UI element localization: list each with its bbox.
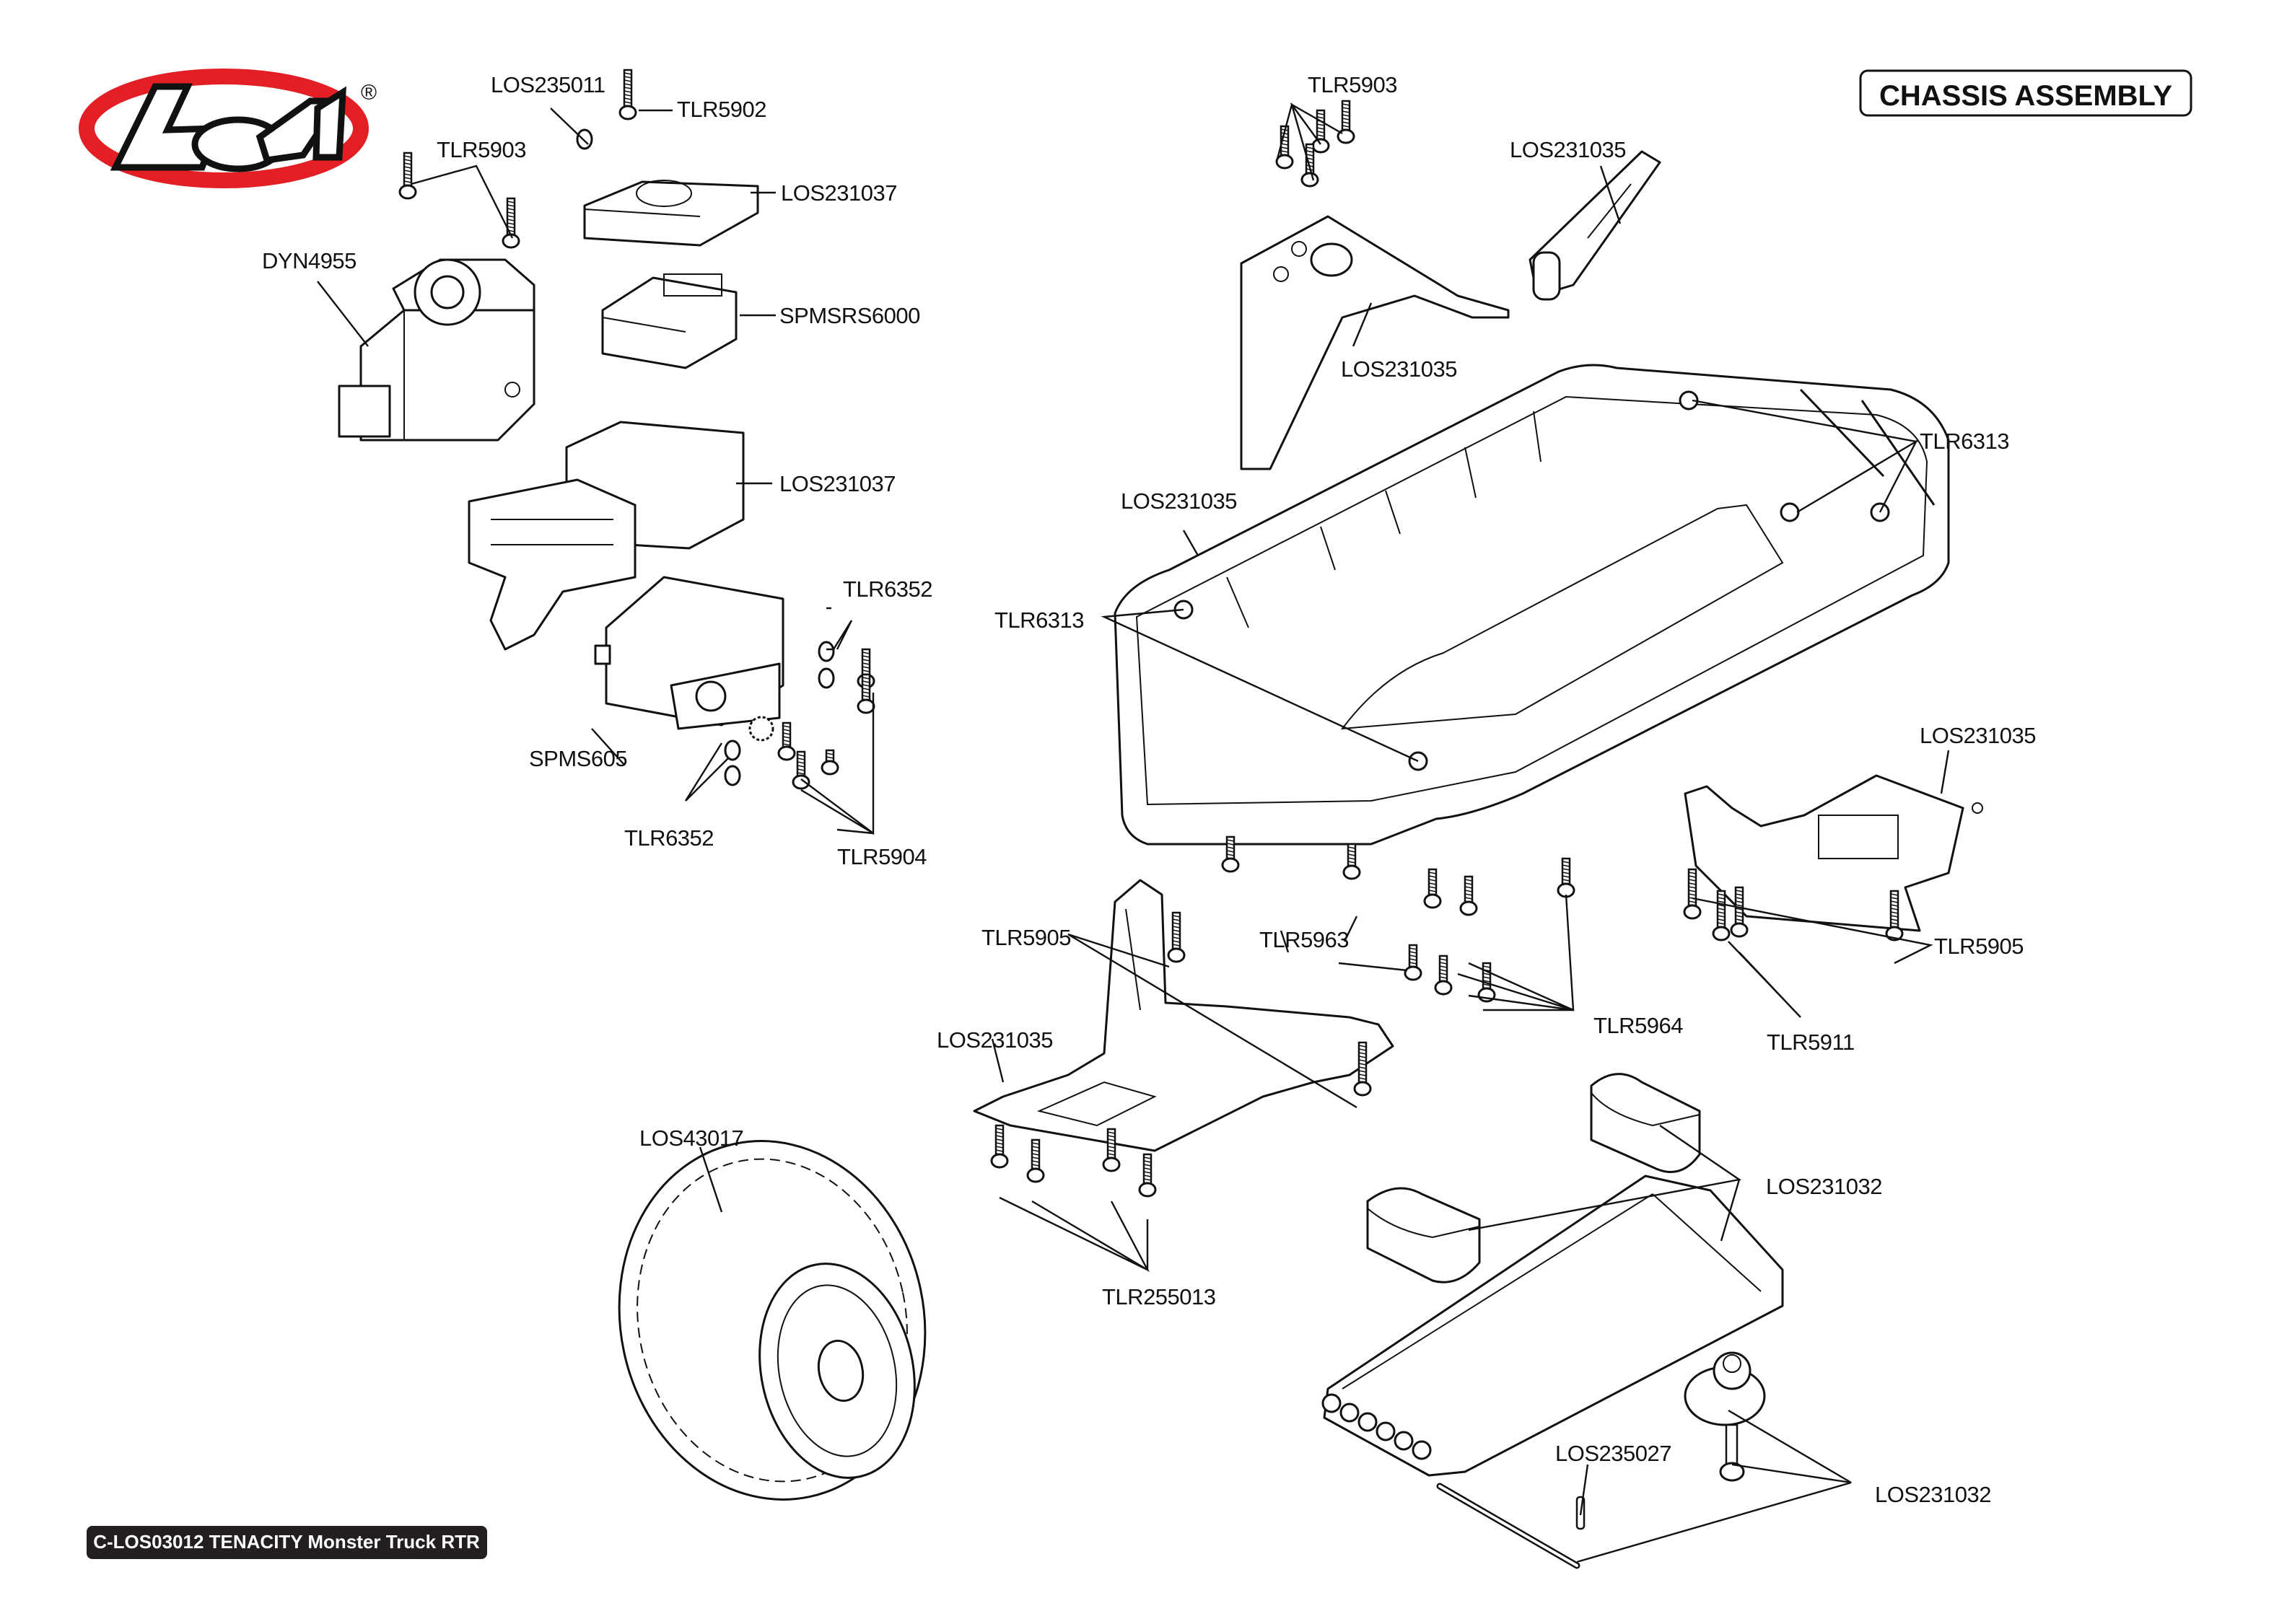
label-los235027: LOS235027	[1555, 1441, 1671, 1466]
servo-spms605	[594, 576, 784, 730]
footer-model-name: C-LOS03012 TENACITY Monster Truck RTR	[93, 1531, 480, 1553]
screw	[1423, 868, 1442, 909]
screw	[1337, 100, 1355, 144]
screw	[777, 721, 796, 761]
label-tlr6313-right: TLR6313	[1920, 429, 2009, 454]
screw	[1459, 875, 1478, 916]
screw	[1353, 1041, 1372, 1097]
tray-pin	[1436, 1483, 1580, 1569]
screw	[1885, 890, 1904, 942]
logo-letter-l	[110, 83, 222, 171]
foam-block-lower	[1366, 1187, 1481, 1283]
losi-logo: ®	[79, 69, 377, 188]
label-los231035-rear-plate: LOS231035	[1920, 723, 2036, 748]
washer	[724, 765, 741, 786]
label-los231037-box: LOS231037	[779, 471, 896, 496]
receiver-cover-los231037	[583, 180, 759, 247]
upper-mount-los231035	[1240, 215, 1510, 470]
screw	[1404, 944, 1422, 981]
screw	[1138, 1153, 1157, 1198]
tray-hinge-rings	[1321, 1393, 1432, 1460]
logo-letter-i	[312, 86, 346, 161]
washer	[818, 667, 835, 689]
receiver-spmsrs6000	[601, 273, 738, 369]
label-los235011: LOS235011	[491, 72, 605, 97]
screw	[618, 69, 637, 120]
brace-los231035	[1529, 150, 1661, 301]
wheel-los43017	[618, 1140, 927, 1501]
logo-ring	[79, 69, 369, 188]
label-los43017: LOS43017	[639, 1125, 743, 1151]
label-los231035-brace: LOS231035	[1510, 137, 1626, 162]
label-tlr5964: TLR5964	[1593, 1013, 1683, 1038]
label-tlr5903-top: TLR5903	[1308, 72, 1397, 97]
screw	[1683, 868, 1702, 920]
front-plate-los231035	[973, 879, 1394, 1152]
screw	[398, 152, 417, 200]
label-tlr6352-upper: TLR6352	[843, 576, 932, 602]
label-tlr5905-right: TLR5905	[1934, 934, 2024, 959]
label-spmsrs6000: SPMSRS6000	[779, 303, 920, 328]
foam-block-upper	[1590, 1073, 1701, 1173]
label-tlr6313-left: TLR6313	[994, 607, 1084, 633]
screw	[1275, 125, 1294, 170]
screw	[1712, 890, 1731, 942]
label-los231035-front-plate: LOS231035	[937, 1027, 1053, 1053]
battery-tray-los231035	[1321, 1175, 1784, 1477]
label-tlr5904: TLR5904	[837, 844, 927, 869]
chassis-tub-los231035	[1114, 364, 1950, 846]
section-title-box: CHASSIS ASSEMBLY	[1859, 69, 2192, 117]
footer-model-badge: C-LOS03012 TENACITY Monster Truck RTR	[87, 1526, 487, 1559]
label-los231032-post: LOS231032	[1875, 1482, 1991, 1507]
registered-mark: ®	[361, 81, 377, 105]
esc-dyn4955	[338, 258, 535, 442]
label-tlr6352-lower: TLR6352	[624, 825, 714, 851]
rear-plate-los231035	[1684, 774, 1983, 932]
screw	[1221, 835, 1240, 873]
label-los231037-cover: LOS231037	[781, 180, 897, 206]
label-tlr5903-left: TLR5903	[437, 137, 526, 162]
screw	[821, 749, 839, 776]
washer	[724, 739, 741, 761]
servo-horn-gear	[748, 716, 774, 742]
label-dyn4955: DYN4955	[262, 248, 357, 273]
part-labels: LOS235011 TLR5902 TLR5903 LOS231037 DYN4…	[262, 72, 2036, 1507]
screw	[1311, 109, 1330, 154]
label-los231035-upper-mount: LOS231035	[1341, 356, 1457, 382]
label-tlr5902: TLR5902	[677, 97, 766, 122]
receiver-box-mount-los231037	[468, 421, 745, 651]
section-title: CHASSIS ASSEMBLY	[1879, 80, 2172, 112]
washer	[576, 128, 593, 150]
label-tlr255013: TLR255013	[1102, 1284, 1216, 1309]
screw	[1026, 1138, 1045, 1183]
washer	[818, 641, 835, 662]
label-tlr5963: TLR5963	[1259, 927, 1349, 952]
leader-lines	[317, 102, 1950, 1563]
battery-post-los231032	[1684, 1351, 1766, 1482]
label-los231032-foam: LOS231032	[1766, 1174, 1882, 1199]
screw	[1102, 1128, 1121, 1172]
label-tlr5905-left: TLR5905	[981, 925, 1071, 950]
screw	[792, 750, 810, 790]
screw	[1434, 954, 1453, 996]
label-spms605: SPMS605	[529, 746, 627, 771]
screw	[1167, 911, 1186, 963]
screw	[502, 197, 520, 249]
screw	[1342, 843, 1361, 880]
label-tlr5911: TLR5911	[1767, 1030, 1855, 1055]
screw	[1557, 857, 1575, 898]
label-los231035-chassis: LOS231035	[1121, 488, 1237, 514]
screw	[990, 1124, 1009, 1169]
